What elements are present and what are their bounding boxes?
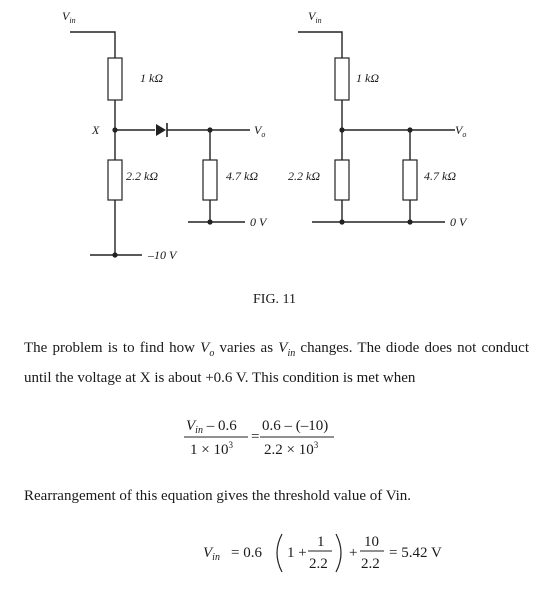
eq2-result: = 5.42 V: [389, 545, 442, 561]
rearrangement-paragraph: Rearrangement of this equation gives the…: [24, 488, 412, 504]
left-r2-resistor: [107, 159, 123, 201]
eq1-lhs-denominator: 1 × 103: [190, 440, 233, 458]
right-r1-label: 1 kΩ: [356, 71, 379, 85]
left-input-wire: [70, 31, 116, 58]
eq1-lhs-numerator: Vin – 0.6: [186, 418, 237, 436]
diode-symbol: [156, 123, 168, 137]
left-ground-node: [207, 219, 213, 225]
eq2-frac2-den: 2.2: [361, 556, 380, 572]
equation-result: Vin = 0.6 1 + 1 2.2 + 10 2.2 = 5.42 V: [203, 533, 442, 573]
right-r2-resistor: [334, 159, 350, 201]
eq2-coefficient: = 0.6: [231, 545, 262, 561]
left-r1-resistor: [107, 57, 123, 101]
left-supply-label: –10 V: [147, 248, 178, 262]
right-vin-label: Vin: [308, 9, 322, 25]
right-ground-node-b: [407, 219, 413, 225]
explanation-paragraph: The problem is to find how Vo varies as …: [24, 340, 529, 386]
eq2-left-paren: [276, 533, 283, 573]
right-circuit: Vin 1 kΩ Vo 2.2 kΩ 4.7 kΩ 0 V: [288, 9, 468, 229]
eq2-lhs: Vin: [203, 545, 220, 563]
right-r1-resistor: [334, 57, 350, 101]
left-r3-label: 4.7 kΩ: [226, 169, 258, 183]
left-circuit: Vin 1 kΩ X Vo 2.2 kΩ 4.7 kΩ 0 V: [62, 9, 268, 262]
eq2-one-plus: 1 +: [287, 545, 307, 561]
eq1-equals: =: [251, 429, 259, 445]
eq2-right-paren: [335, 533, 342, 573]
eq2-plus: +: [349, 545, 357, 561]
right-input-wire: [298, 31, 343, 58]
left-vin-label: Vin: [62, 9, 76, 25]
right-vo-label: Vo: [455, 123, 466, 139]
right-ground-node-a: [339, 219, 345, 225]
figure-caption: FIG. 11: [253, 292, 296, 307]
left-ground-label: 0 V: [250, 215, 268, 229]
left-node-x-label: X: [91, 123, 100, 137]
eq1-rhs-denominator: 2.2 × 103: [264, 440, 319, 458]
right-r3-label: 4.7 kΩ: [424, 169, 456, 183]
left-supply-node: [112, 252, 118, 258]
eq2-frac1-num: 1: [317, 534, 325, 550]
eq1-rhs-numerator: 0.6 – (–10): [262, 418, 328, 434]
eq2-frac1-den: 2.2: [309, 556, 328, 572]
left-vo-label: Vo: [254, 123, 265, 139]
right-r2-label: 2.2 kΩ: [288, 169, 320, 183]
left-r2-label: 2.2 kΩ: [126, 169, 158, 183]
left-r3-resistor: [202, 159, 218, 201]
equation-threshold: Vin – 0.6 1 × 103 = 0.6 – (–10) 2.2 × 10…: [184, 418, 334, 458]
right-ground-label: 0 V: [450, 215, 468, 229]
left-r1-label: 1 kΩ: [140, 71, 163, 85]
right-r3-resistor: [402, 159, 418, 201]
eq2-frac2-num: 10: [364, 534, 379, 550]
